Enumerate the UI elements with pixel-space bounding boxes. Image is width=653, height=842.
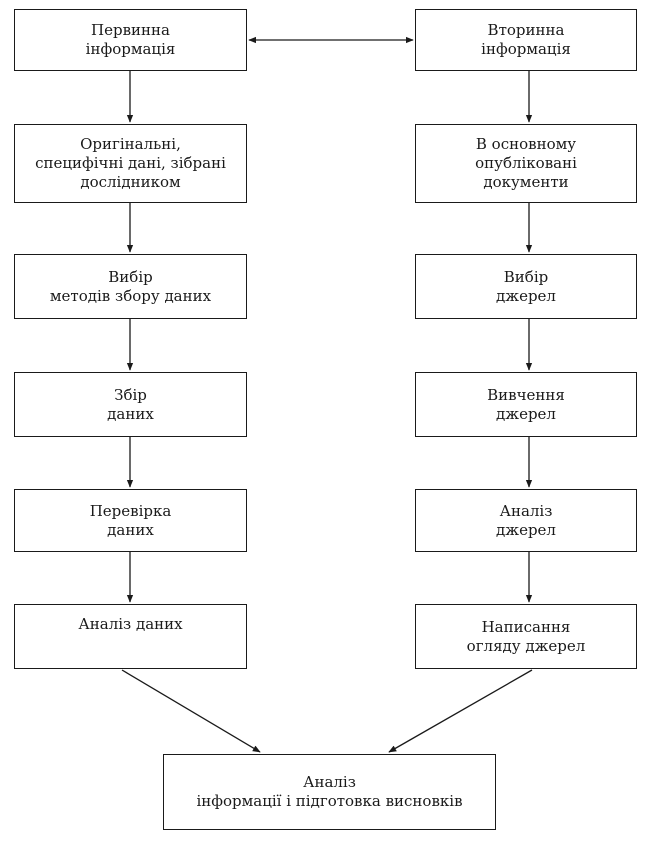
box-analyze-sources-line-1: Аналіз [499, 501, 553, 520]
box-analyze-data: Аналіз даних [14, 604, 247, 669]
box-secondary-information-line-2: інформація [481, 40, 571, 58]
box-collect-data-line-2: даних [107, 404, 154, 423]
box-final-analysis-line-2: інформації і підготовка висновків [196, 792, 463, 810]
box-original-data: Оригінальні, специфічні дані, зібрані до… [14, 124, 247, 203]
box-study-sources-line-2: джерел [496, 404, 556, 423]
box-choose-sources-line-2: джерел [496, 286, 556, 305]
box-collect-data-line-1: Збір [114, 385, 147, 404]
box-final-analysis: Аналіз інформації і підготовка висновків [163, 754, 496, 830]
box-study-sources: Вивчення джерел [415, 372, 637, 437]
box-choose-methods-line-1: Вибір [108, 267, 153, 286]
box-write-review-line-2: огляду джерел [466, 636, 586, 655]
box-published-documents-line-1: В основному [475, 135, 577, 153]
box-final-analysis-line-1: Аналіз [303, 773, 356, 791]
box-secondary-information-line-1: Вторинна [487, 21, 565, 39]
box-analyze-sources: Аналіз джерел [415, 489, 637, 552]
box-original-data-line-1: Оригінальні, [80, 135, 181, 153]
box-verify-data: Перевірка даних [14, 489, 247, 552]
box-study-sources-line-1: Вивчення [487, 385, 565, 404]
box-primary-information: Первинна інформація [14, 9, 247, 71]
box-choose-sources: Вибір джерел [415, 254, 637, 319]
box-collect-data: Збір даних [14, 372, 247, 437]
arrow-diagonal-left [121, 669, 261, 753]
box-primary-information-line-1: Первинна [91, 21, 170, 39]
box-secondary-information: Вторинна інформація [415, 9, 637, 71]
box-analyze-sources-line-2: джерел [496, 520, 556, 539]
box-published-documents-line-2: опубліковані [475, 154, 577, 172]
box-published-documents: В основному опубліковані документи [415, 124, 637, 203]
box-verify-data-line-2: даних [107, 520, 154, 539]
box-original-data-line-3: дослідником [80, 173, 181, 191]
box-choose-methods: Вибір методів збору даних [14, 254, 247, 319]
box-choose-methods-line-2: методів збору даних [49, 286, 212, 305]
box-analyze-data-line-1: Аналіз даних [78, 615, 183, 633]
arrow-diagonal-right [388, 669, 533, 753]
box-write-review: Написання огляду джерел [415, 604, 637, 669]
box-choose-sources-line-1: Вибір [503, 267, 549, 286]
box-published-documents-line-3: документи [483, 173, 569, 191]
box-primary-information-line-2: інформація [85, 40, 176, 58]
box-original-data-line-2: специфічні дані, зібрані [35, 154, 226, 172]
box-write-review-line-1: Написання [481, 617, 571, 636]
box-verify-data-line-1: Перевірка [89, 501, 172, 520]
